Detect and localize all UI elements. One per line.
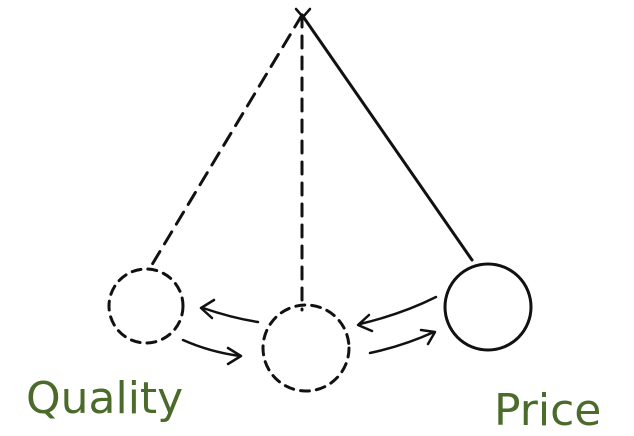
bob-right-solid [443, 262, 533, 352]
arrow-to-center-from-right [356, 295, 438, 333]
arrow-to-right [368, 328, 437, 355]
price-label: Price [494, 385, 602, 436]
bob-center-dashed [261, 303, 351, 393]
bob-left-dashed [107, 267, 185, 345]
string-right-solid [300, 13, 474, 262]
quality-label: Quality [26, 373, 184, 424]
arrow-to-left [199, 298, 260, 324]
string-left-dashed [148, 13, 304, 270]
arrow-to-center-from-left [181, 338, 243, 366]
